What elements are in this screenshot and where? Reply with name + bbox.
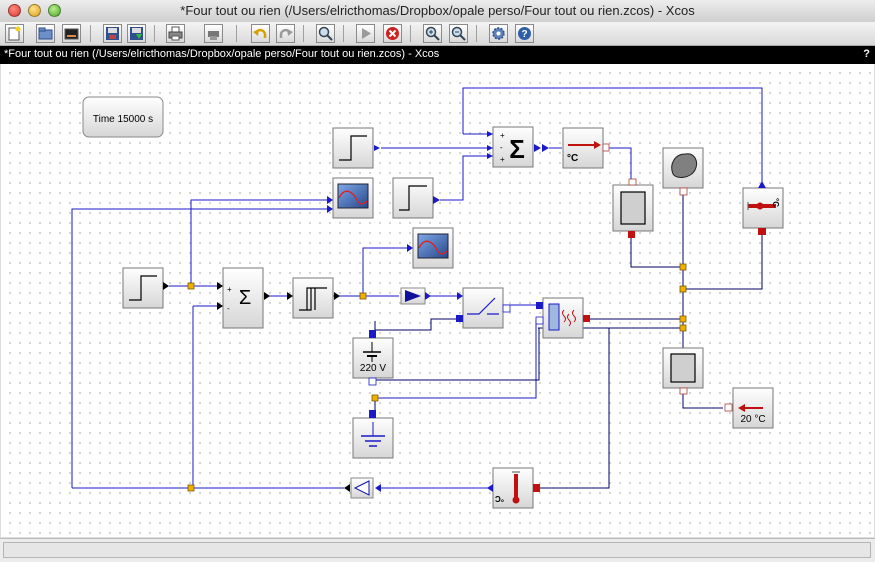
toolbar-separator (343, 25, 344, 42)
export-icon (208, 31, 219, 40)
step-block-disturbance[interactable] (392, 177, 440, 219)
sum-sign: + (500, 155, 505, 164)
document-title-bar: *Four tout ou rien (/Users/elricthomas/D… (0, 46, 875, 64)
save-as-icon (130, 27, 143, 40)
open-button[interactable] (36, 24, 55, 43)
toolbar-separator (236, 25, 237, 42)
undo-button[interactable] (251, 24, 270, 43)
gear-icon (492, 27, 505, 40)
temperature-sensor-block[interactable]: °C (742, 181, 784, 235)
console-icon (64, 28, 79, 40)
status-field (3, 542, 871, 558)
hysteresis-block[interactable] (287, 277, 340, 319)
controlled-switch-block[interactable] (456, 287, 511, 329)
redo-icon (279, 28, 293, 38)
step-block-setpoint[interactable] (332, 127, 380, 169)
zoom-out-icon (451, 26, 466, 41)
sum-sign: - (500, 143, 503, 152)
toolbar: ? (0, 22, 875, 46)
zoom-out-button[interactable] (449, 24, 468, 43)
printer-icon (168, 26, 183, 41)
sum-sign: + (227, 285, 232, 294)
sigma-icon: Σ (239, 287, 251, 309)
window-titlebar: *Four tout ou rien (/Users/elricthomas/D… (0, 0, 875, 23)
new-diagram-button[interactable] (5, 24, 24, 43)
link-split-points (187, 263, 687, 492)
voltage-source-block[interactable]: 220 V (352, 330, 394, 386)
floppy-icon (106, 27, 119, 40)
sensor-unit: °C (495, 494, 504, 503)
sum-sign: + (500, 131, 505, 140)
toolbar-separator (410, 25, 411, 42)
gain-block[interactable] (344, 477, 381, 499)
voltage-label: 220 V (360, 363, 386, 374)
window-title: *Four tout ou rien (/Users/elricthomas/D… (180, 3, 695, 18)
sum-sign: - (227, 304, 230, 313)
window-zoom-button[interactable] (48, 4, 61, 17)
toolbar-separator (90, 25, 91, 42)
stop-icon (386, 27, 399, 40)
temperature-to-signal-block[interactable]: °C (562, 127, 610, 169)
redo-button[interactable] (276, 24, 295, 43)
toolbar-separator (476, 25, 477, 42)
scope-block-2[interactable] (407, 227, 454, 269)
help-button[interactable]: ? (515, 24, 534, 43)
heat-capacitor-oven[interactable] (612, 178, 654, 238)
document-title: *Four tout ou rien (/Users/elricthomas/D… (4, 48, 440, 60)
play-icon (362, 28, 371, 39)
signal-links (71, 87, 763, 489)
status-bar (0, 538, 875, 562)
toolbar-separator (154, 25, 155, 42)
simulation-time-label[interactable]: Time 15000 s (82, 96, 164, 138)
thermal-body-block[interactable] (662, 147, 704, 196)
magnifier-icon (318, 26, 333, 41)
zoom-in-button[interactable] (423, 24, 442, 43)
heating-resistor-block[interactable] (535, 297, 590, 339)
svg-text:?: ? (521, 29, 527, 40)
start-button[interactable] (356, 24, 375, 43)
zoom-in-icon (425, 26, 440, 41)
open-in-scilab-button[interactable] (62, 24, 81, 43)
window-minimize-button[interactable] (28, 4, 41, 17)
stop-button[interactable] (383, 24, 402, 43)
sigma-icon: Σ (509, 134, 525, 164)
ambient-temperature-block[interactable]: 20 °C (724, 387, 774, 429)
diagram-svg: Time 15000 s + - + Σ °C (71, 87, 784, 509)
scope-block-1[interactable] (327, 177, 374, 219)
ambient-temp-label: 20 °C (740, 414, 765, 425)
sum-block-temperature[interactable]: + - + Σ (487, 126, 549, 168)
toolbar-separator (303, 25, 304, 42)
print-button[interactable] (166, 24, 185, 43)
sum-block-error[interactable]: + - Σ (217, 267, 270, 329)
new-diagram-icon (8, 26, 21, 41)
step-block-reference[interactable] (122, 267, 169, 309)
celsius-unit: °C (567, 153, 578, 164)
signal-converter-block[interactable] (400, 287, 431, 305)
export-button[interactable] (204, 24, 223, 43)
setup-button[interactable] (489, 24, 508, 43)
zoom-fit-button[interactable] (316, 24, 335, 43)
help-icon: ? (518, 27, 531, 40)
thermal-conductor-block[interactable] (662, 347, 704, 395)
folder-icon (38, 27, 53, 40)
time-text: Time 15000 s (93, 114, 153, 125)
oven-temperature-sensor-block[interactable]: °C (487, 467, 540, 509)
diagram-canvas[interactable]: Time 15000 s + - + Σ °C (1, 64, 874, 537)
undo-icon (253, 28, 267, 38)
document-help[interactable]: ? (863, 48, 870, 60)
save-button[interactable] (103, 24, 122, 43)
window-close-button[interactable] (8, 4, 21, 17)
ground-block[interactable] (352, 410, 394, 459)
sensor-unit: °C (771, 198, 780, 207)
save-as-button[interactable] (127, 24, 146, 43)
